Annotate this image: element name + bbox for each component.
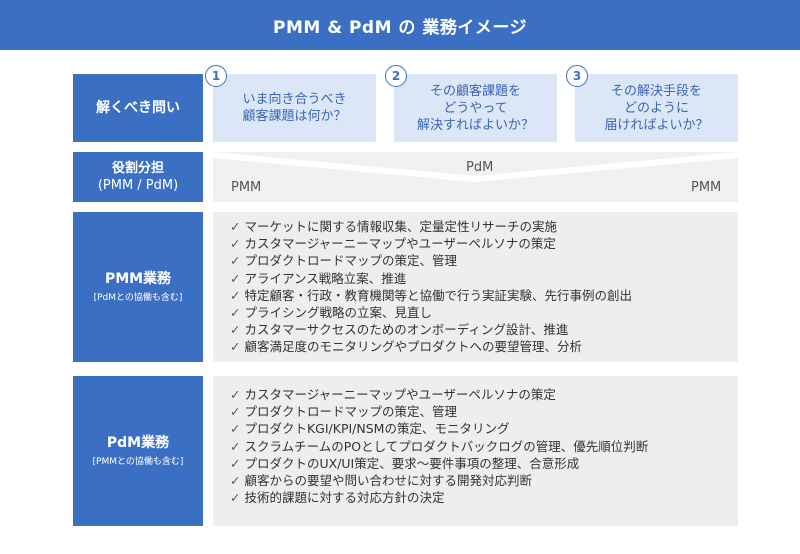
task-item: ✓スクラムチームのPOとしてプロダクトバックログの管理、優先順位判断 <box>230 438 738 455</box>
role-pmm-right-label: PMM <box>691 180 722 195</box>
check-icon: ✓ <box>230 305 241 321</box>
check-icon: ✓ <box>230 421 241 437</box>
task-item: ✓マーケットに関する情報収集、定量定性リサーチの実施 <box>230 218 738 235</box>
task-item: ✓カスタマーサクセスのためのオンボーディング設計、推進 <box>230 321 738 338</box>
pdm-task-panel: ✓カスタマージャーニーマップやユーザーペルソナの策定✓プロダクトロードマップの策… <box>213 376 738 526</box>
pmm-task-list: ✓マーケットに関する情報収集、定量定性リサーチの実施✓カスタマージャーニーマップ… <box>230 218 738 356</box>
check-icon: ✓ <box>230 339 241 355</box>
pmm-task-panel: ✓マーケットに関する情報収集、定量定性リサーチの実施✓カスタマージャーニーマップ… <box>213 212 738 362</box>
question-number-2: 2 <box>385 65 407 87</box>
pmm-row-label: PMM業務 [PdMとの協働も含む] <box>73 212 203 362</box>
task-text: プロダクトロードマップの策定、管理 <box>244 253 457 269</box>
check-icon: ✓ <box>230 490 241 506</box>
role-row-label: 役割分担 (PMM / PdM) <box>73 152 203 202</box>
check-icon: ✓ <box>230 404 241 420</box>
task-item: ✓カスタマージャーニーマップやユーザーペルソナの策定 <box>230 386 738 403</box>
task-item: ✓カスタマージャーニーマップやユーザーペルソナの策定 <box>230 235 738 252</box>
role-division-shapes <box>213 152 738 202</box>
question-number-1: 1 <box>205 65 227 87</box>
task-text: 顧客満足度のモニタリングやプロダクトへの要望管理、分析 <box>244 339 582 355</box>
task-text: カスタマージャーニーマップやユーザーペルソナの策定 <box>244 236 556 252</box>
check-icon: ✓ <box>230 322 241 338</box>
role-pdm-label: PdM <box>466 160 494 175</box>
task-text: プライシング戦略の立案、見直し <box>244 305 432 321</box>
task-text: マーケットに関する情報収集、定量定性リサーチの実施 <box>244 219 557 234</box>
pdm-label: PdM業務 <box>106 434 170 451</box>
pdm-wedge <box>213 152 738 176</box>
role-pmm-left-label: PMM <box>231 180 262 195</box>
check-icon: ✓ <box>230 387 241 402</box>
check-icon: ✓ <box>230 253 241 269</box>
role-label-line1: 役割分担 <box>111 161 164 176</box>
task-item: ✓アライアンス戦略立案、推進 <box>230 270 738 287</box>
task-item: ✓プロダクトロードマップの策定、管理 <box>230 403 738 420</box>
task-text: 技術的課題に対する対応方針の決定 <box>244 490 445 506</box>
questions-label: 解くべき問い <box>96 99 180 116</box>
role-division-diagram: PdM PMM PMM <box>213 152 738 202</box>
check-icon: ✓ <box>230 473 241 489</box>
pdm-row-label: PdM業務 [PMMとの協働も含む] <box>73 376 203 526</box>
question-box-2: その顧客課題を どうやって 解決すればよいか？ <box>394 74 557 142</box>
task-item: ✓プロダクトロードマップの策定、管理 <box>230 252 738 269</box>
check-icon: ✓ <box>230 270 241 286</box>
task-item: ✓プライシング戦略の立案、見直し <box>230 304 738 321</box>
task-text: 特定顧客・行政・教育機関等と協働で行う実証実験、先行事例の創出 <box>244 287 632 303</box>
task-text: プロダクトKGI/KPI/NSMの策定、モニタリング <box>244 421 510 437</box>
question-box-3: その解決手段を どのように 届ければよいか？ <box>575 74 738 142</box>
check-icon: ✓ <box>230 236 241 252</box>
task-item: ✓プロダクトのUX/UI策定、要求〜要件事項の整理、合意形成 <box>230 455 738 472</box>
task-text: スクラムチームのPOとしてプロダクトバックログの管理、優先順位判断 <box>244 438 649 454</box>
check-icon: ✓ <box>230 455 241 471</box>
task-item: ✓顧客からの要望や問い合わせに対する開発対応判断 <box>230 472 738 489</box>
pmm-band <box>213 158 738 202</box>
task-text: アライアンス戦略立案、推進 <box>244 270 407 286</box>
pdm-task-list: ✓カスタマージャーニーマップやユーザーペルソナの策定✓プロダクトロードマップの策… <box>230 386 738 506</box>
question-text-3: その解決手段を どのように 届ければよいか？ <box>604 83 709 133</box>
page-title: PMM & PdM の 業務イメージ <box>0 0 800 50</box>
questions-row-label: 解くべき問い <box>73 74 203 142</box>
check-icon: ✓ <box>230 287 241 303</box>
task-item: ✓技術的課題に対する対応方針の決定 <box>230 489 738 506</box>
question-text-2: その顧客課題を どうやって 解決すればよいか？ <box>416 83 534 133</box>
check-icon: ✓ <box>230 219 241 234</box>
pmm-sublabel: [PdMとの協働も含む] <box>93 292 183 303</box>
task-text: カスタマージャーニーマップやユーザーペルソナの策定 <box>244 387 556 402</box>
task-text: カスタマーサクセスのためのオンボーディング設計、推進 <box>244 322 569 338</box>
pmm-label: PMM業務 <box>104 270 172 287</box>
question-box-1: いま向き合うべき 顧客課題は何か？ <box>213 74 376 142</box>
question-text-1: いま向き合うべき 顧客課題は何か？ <box>242 92 347 124</box>
task-item: ✓顧客満足度のモニタリングやプロダクトへの要望管理、分析 <box>230 338 738 355</box>
task-text: 顧客からの要望や問い合わせに対する開発対応判断 <box>244 473 532 489</box>
task-text: プロダクトロードマップの策定、管理 <box>244 404 457 420</box>
check-icon: ✓ <box>230 438 241 454</box>
role-label-line2: (PMM / PdM) <box>97 178 179 193</box>
task-text: プロダクトのUX/UI策定、要求〜要件事項の整理、合意形成 <box>244 455 580 471</box>
task-item: ✓プロダクトKGI/KPI/NSMの策定、モニタリング <box>230 420 738 437</box>
pdm-sublabel: [PMMとの協働も含む] <box>92 456 184 467</box>
question-number-3: 3 <box>566 65 588 87</box>
task-item: ✓特定顧客・行政・教育機関等と協働で行う実証実験、先行事例の創出 <box>230 287 738 304</box>
